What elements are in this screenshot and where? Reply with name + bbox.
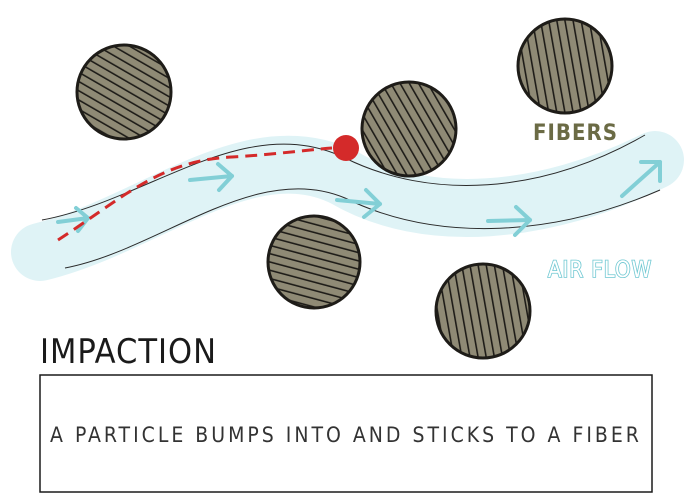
fibers-label: FIBERS bbox=[533, 121, 618, 146]
fiber-1 bbox=[75, 43, 173, 141]
fiber-2 bbox=[360, 80, 458, 178]
air-flow-arrow-2 bbox=[188, 162, 234, 192]
air-flow-lower-edge bbox=[64, 188, 661, 269]
caption-text: A PARTICLE BUMPS INTO AND STICKS TO A FI… bbox=[50, 423, 642, 447]
air-flow-arrow-1 bbox=[56, 206, 90, 233]
diagram-title: IMPACTION bbox=[40, 332, 217, 372]
air-flow-label: AIR FLOW bbox=[548, 258, 652, 283]
fiber-4 bbox=[266, 214, 362, 310]
air-flow-arrows bbox=[56, 160, 662, 237]
fibers bbox=[75, 17, 614, 360]
air-flow-arrow-3 bbox=[335, 188, 382, 219]
air-flow-arrow-5 bbox=[620, 160, 662, 198]
particle-path bbox=[57, 146, 333, 242]
fiber-5 bbox=[434, 262, 532, 360]
air-flow-arrow-4 bbox=[486, 205, 532, 237]
fiber-3 bbox=[516, 17, 614, 115]
particle bbox=[333, 135, 359, 161]
caption-box bbox=[39, 374, 653, 493]
